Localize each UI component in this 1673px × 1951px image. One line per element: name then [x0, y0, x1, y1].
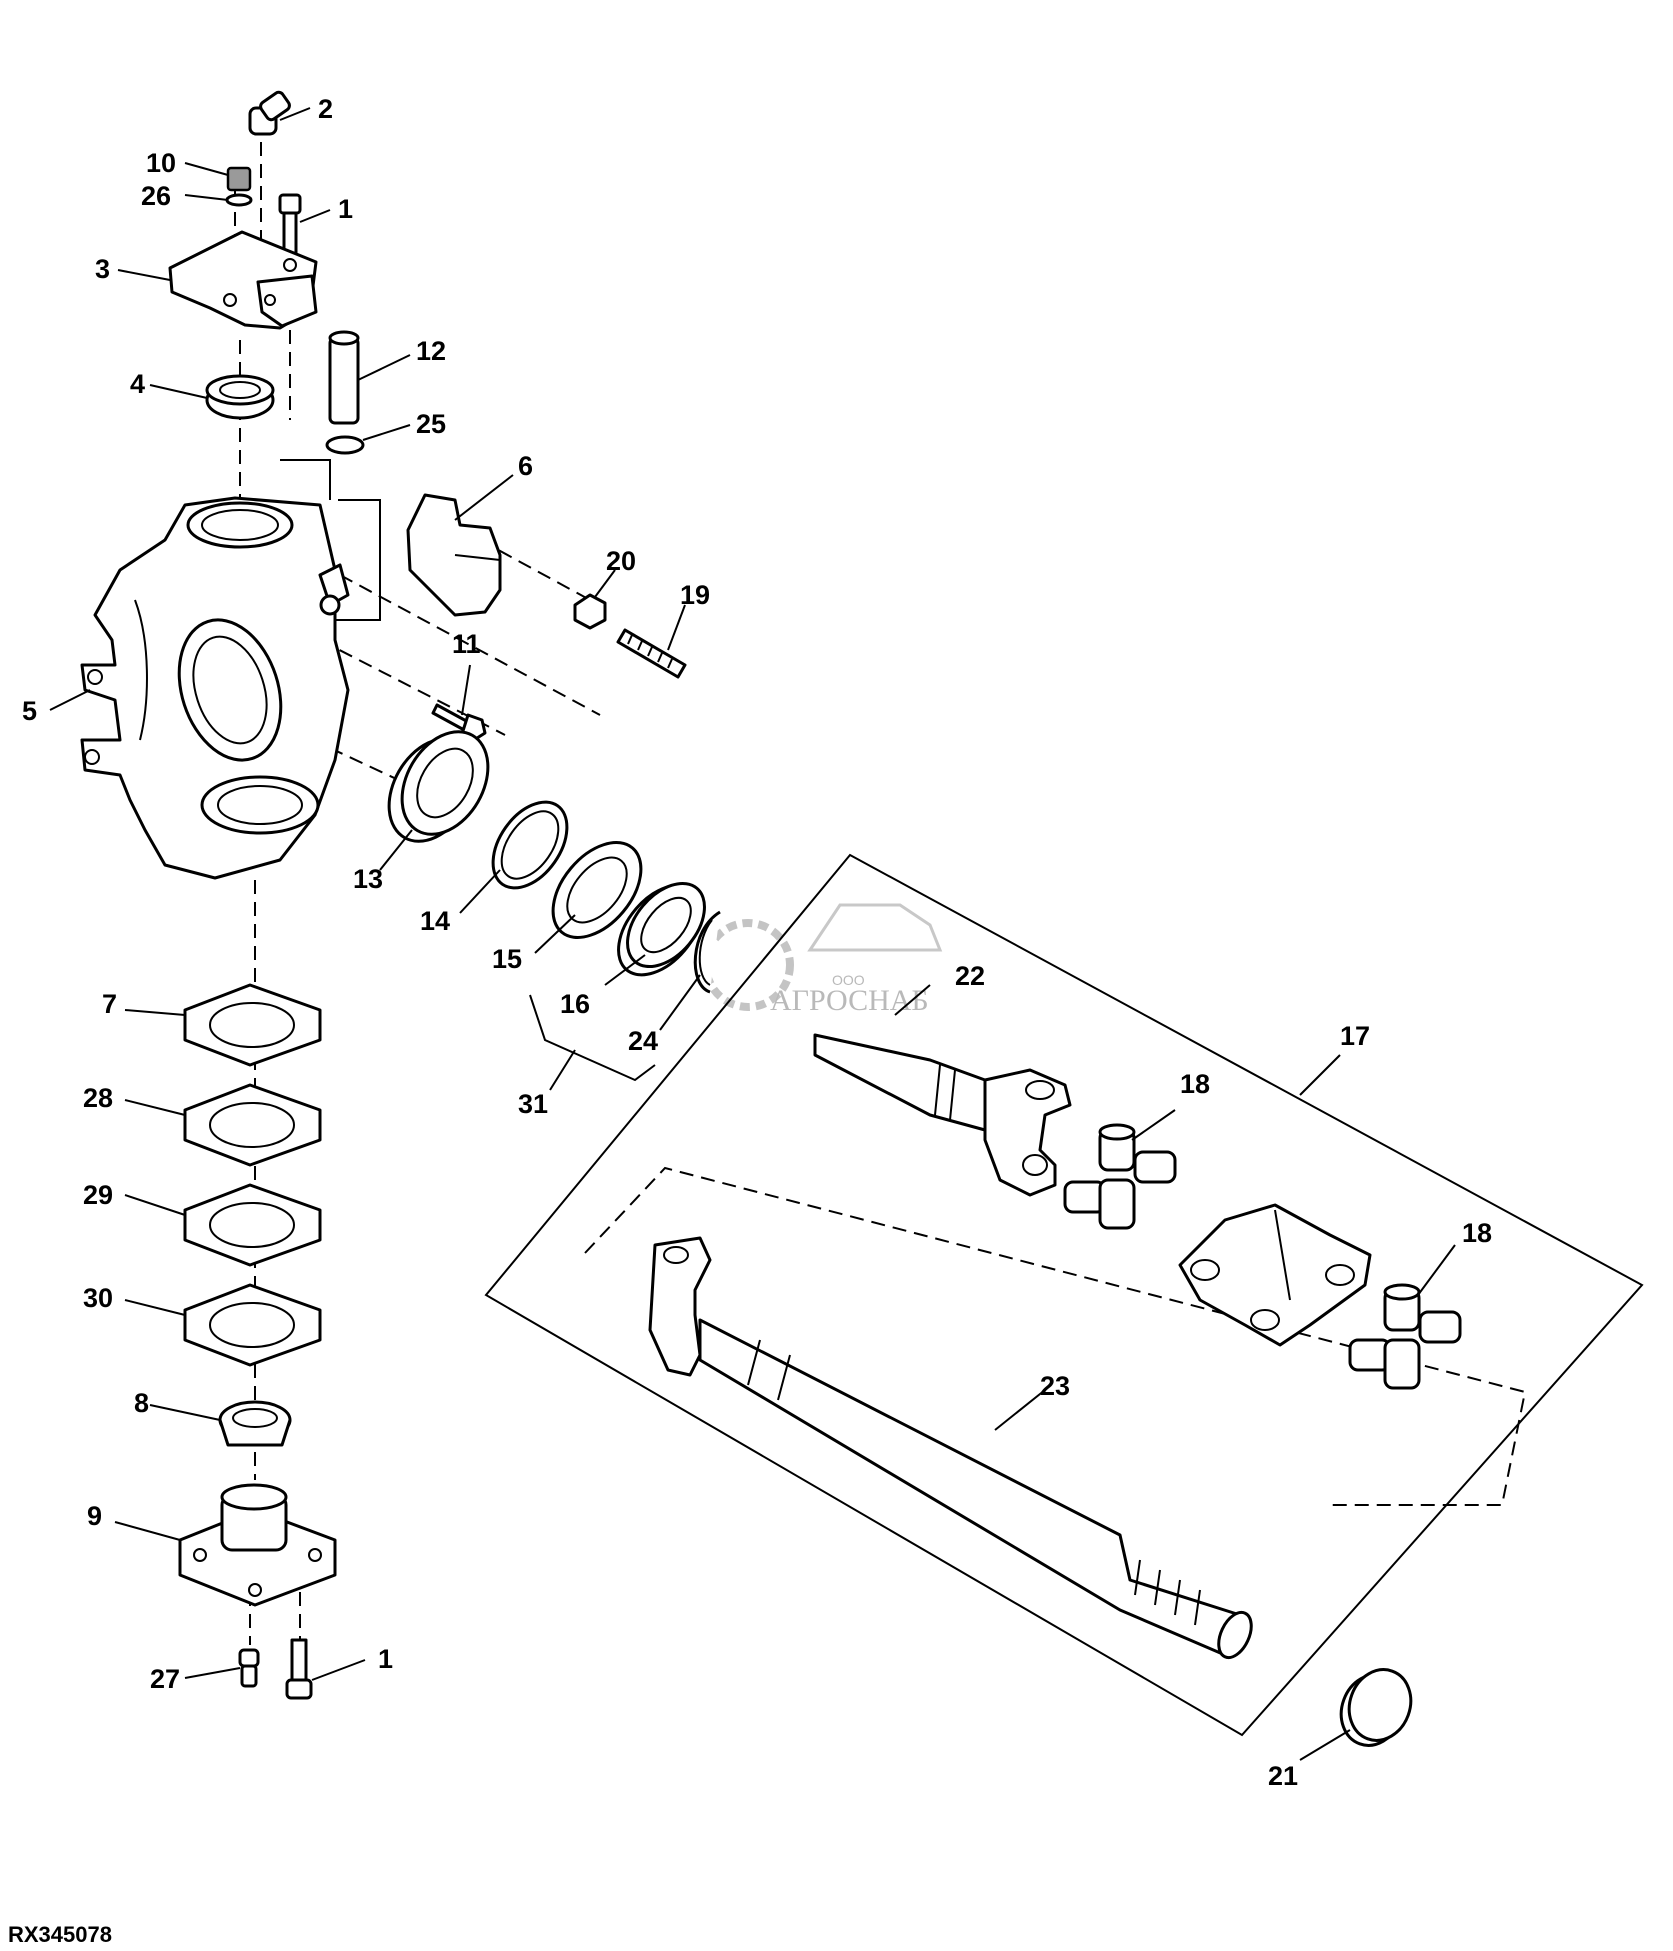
callout-10: 10 — [146, 148, 176, 178]
center-double-yoke — [1178, 1203, 1372, 1347]
callout-14: 14 — [420, 906, 450, 936]
grease-fitting-bottom — [238, 1648, 260, 1688]
callout-20: 20 — [606, 546, 636, 576]
o-ring-small — [225, 193, 253, 207]
callout-27: 27 — [150, 1664, 180, 1694]
callout-6: 6 — [518, 451, 533, 481]
watermark-small-text: ООО — [832, 972, 865, 988]
callout-8: 8 — [134, 1388, 149, 1418]
grease-fitting-elbow — [248, 90, 291, 136]
end-cap — [1339, 1668, 1413, 1747]
callout-24: 24 — [628, 1026, 658, 1056]
tapered-bearing-top — [205, 374, 275, 420]
callout-11: 11 — [452, 629, 481, 659]
ball-bearing — [387, 730, 490, 843]
driveshaft-assembly-frame — [484, 853, 1644, 1737]
dust-seal — [693, 910, 721, 994]
callout-18-a: 18 — [1180, 1069, 1210, 1099]
callout-2: 2 — [318, 94, 333, 124]
callout-19: 19 — [680, 580, 710, 610]
inner-yoke-shaft — [813, 1033, 1072, 1197]
callout-28: 28 — [83, 1083, 113, 1113]
stop-screw — [616, 628, 687, 679]
callout-17: 17 — [1340, 1021, 1370, 1051]
callout-29: 29 — [83, 1180, 113, 1210]
callout-21: 21 — [1268, 1761, 1298, 1791]
o-ring-pin — [325, 435, 365, 455]
shim-7 — [183, 983, 322, 1067]
callout-9: 9 — [87, 1501, 102, 1531]
bolt-bottom — [285, 1638, 313, 1700]
bottom-pivot-flange — [178, 1483, 337, 1607]
callout-25: 25 — [416, 409, 446, 439]
oil-seal — [617, 881, 706, 977]
callout-7: 7 — [102, 989, 117, 1019]
pivot-pin — [328, 330, 360, 425]
callout-4: 4 — [130, 369, 145, 399]
tapered-bearing-bottom — [218, 1400, 292, 1447]
plug — [226, 166, 252, 192]
stop-block — [406, 493, 502, 617]
callout-26: 26 — [141, 181, 171, 211]
shim-30 — [183, 1283, 322, 1367]
u-joint-cross-b — [1348, 1283, 1462, 1390]
thrust-washer — [551, 841, 643, 939]
callout-3: 3 — [95, 254, 110, 284]
bolt-side — [431, 703, 487, 742]
watermark-brand-text: АГРОСНАБ — [770, 984, 929, 1017]
callout-12: 12 — [416, 336, 446, 366]
callout-15: 15 — [492, 944, 522, 974]
callout-1-bottom: 1 — [378, 1644, 393, 1674]
watermark-logo: ООО АГРОСНАБ — [702, 903, 943, 1017]
callout-22: 22 — [955, 961, 985, 991]
jam-nut — [573, 593, 607, 630]
snap-ring — [491, 800, 569, 890]
figure-code: RX345078 — [8, 1922, 112, 1947]
callout-labels: 2 10 26 1 3 12 4 25 6 20 19 11 5 13 14 1… — [22, 94, 1492, 1791]
callout-16: 16 — [560, 989, 590, 1019]
top-cover — [168, 230, 318, 330]
shim-29 — [183, 1183, 322, 1267]
callout-1-top: 1 — [338, 194, 353, 224]
callout-5: 5 — [22, 696, 37, 726]
callout-30: 30 — [83, 1283, 113, 1313]
callout-23: 23 — [1040, 1371, 1070, 1401]
shim-28 — [183, 1083, 322, 1167]
steering-knuckle-housing — [80, 496, 350, 880]
leader-lines — [49, 107, 1456, 1761]
callout-18-b: 18 — [1462, 1218, 1492, 1248]
u-joint-cross-a — [1063, 1123, 1177, 1230]
callout-13: 13 — [353, 864, 383, 894]
callout-31: 31 — [518, 1089, 548, 1119]
outer-axle-shaft — [648, 1236, 1253, 1660]
